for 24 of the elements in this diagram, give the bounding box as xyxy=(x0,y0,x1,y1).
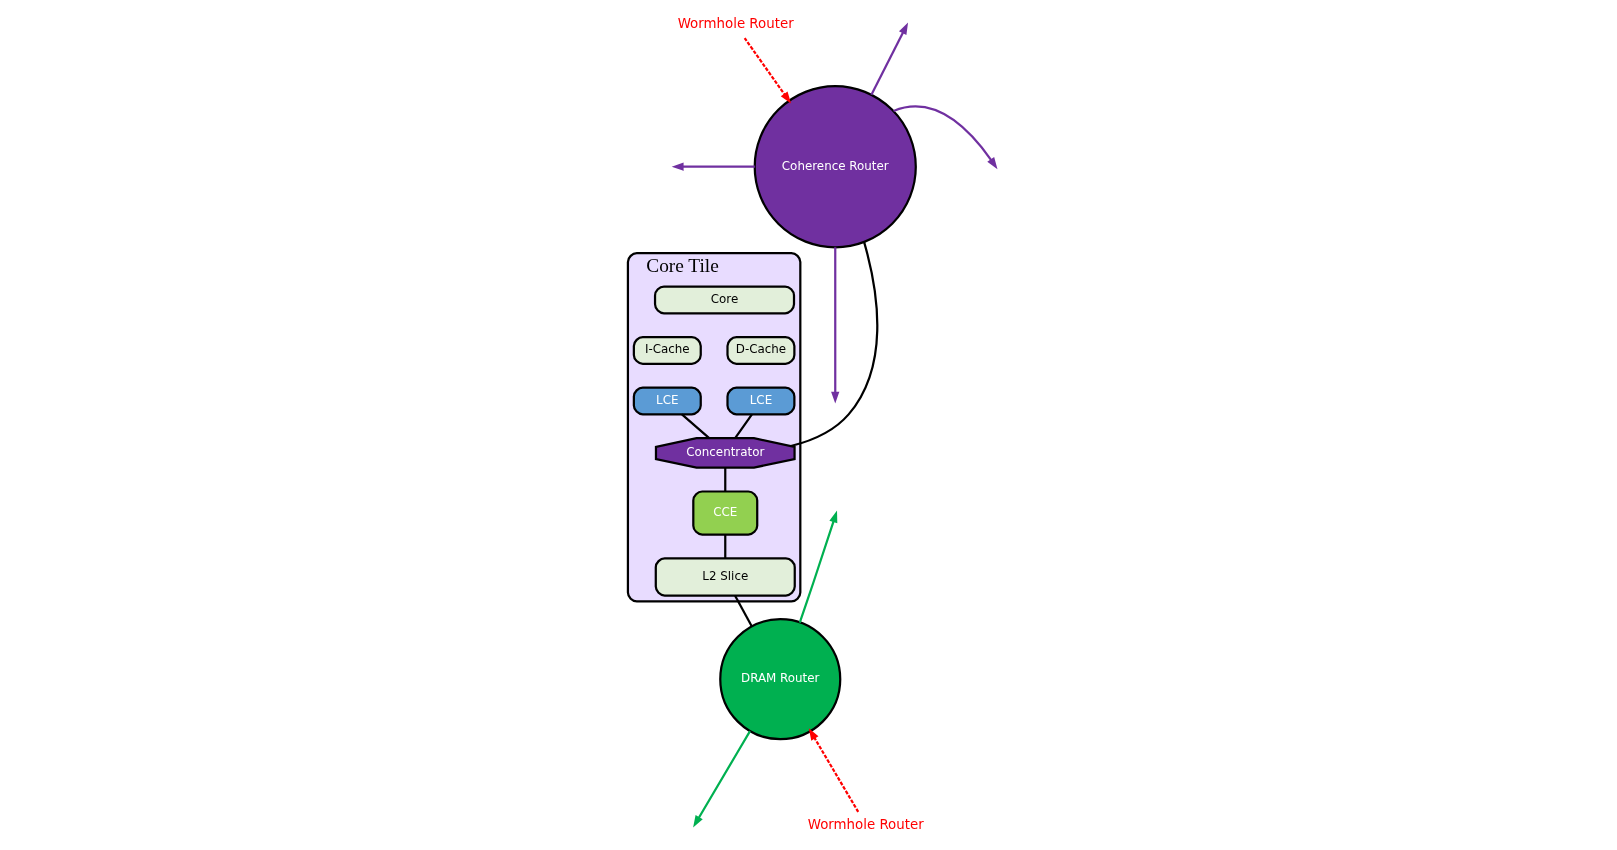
connector xyxy=(723,467,726,492)
node-box: CCE xyxy=(691,490,758,536)
connector xyxy=(790,241,878,448)
node-box: I-Cache xyxy=(632,335,702,365)
arrow xyxy=(671,162,755,171)
connector xyxy=(733,595,753,627)
arrow xyxy=(798,510,837,623)
arrow xyxy=(808,728,859,813)
connector xyxy=(680,413,710,440)
arrow xyxy=(743,37,791,104)
node-box: Core xyxy=(653,285,795,315)
node-box: LCE xyxy=(632,386,702,416)
node-circle: Coherence Router xyxy=(753,85,917,249)
connector xyxy=(733,413,753,439)
connector xyxy=(723,534,726,559)
arrow xyxy=(869,22,908,96)
node-box: LCE xyxy=(725,386,795,416)
node-box: D-Cache xyxy=(725,335,795,365)
arrow xyxy=(892,105,997,170)
node-text: Wormhole Router xyxy=(807,816,924,832)
node-box: L2 Slice xyxy=(654,557,796,597)
arrow xyxy=(830,247,839,404)
node-text: Wormhole Router xyxy=(677,15,794,31)
arrow xyxy=(692,730,751,828)
